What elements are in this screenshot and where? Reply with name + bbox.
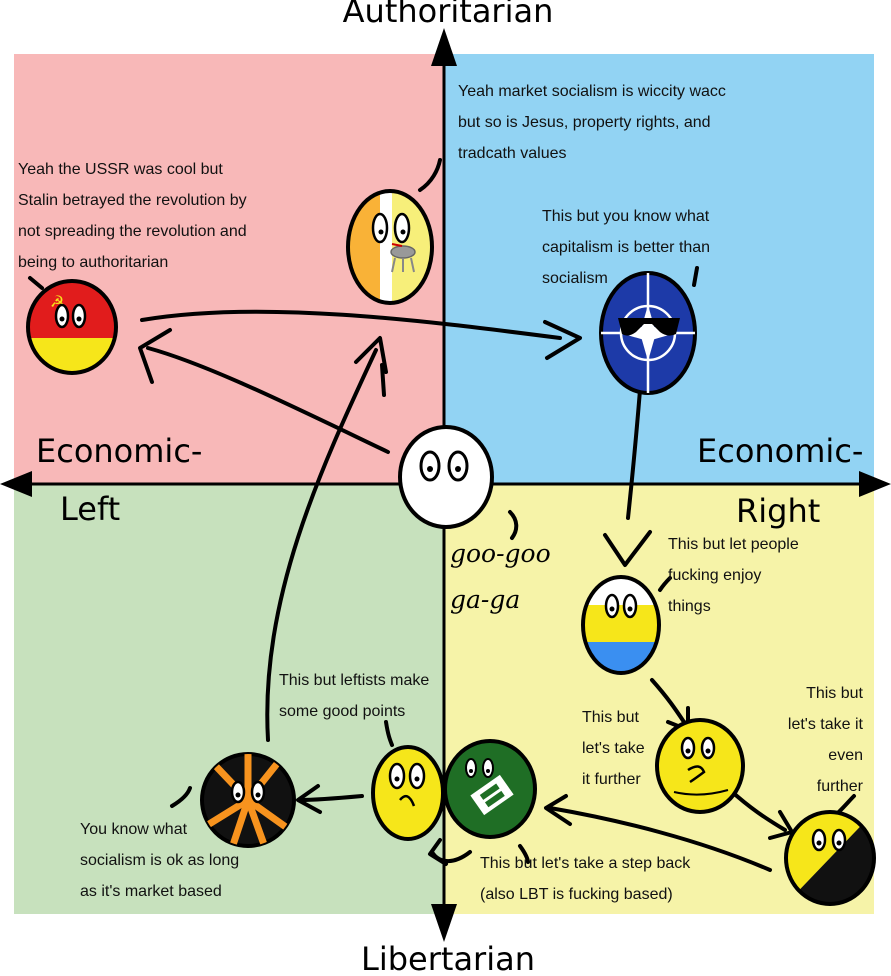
caption-line: This but let's take a step back [480, 855, 691, 872]
ancap-ball [784, 810, 876, 906]
white-ball [398, 425, 494, 529]
caption-line: Yeah market socialism is wiccity wacc [458, 83, 726, 100]
green-ball [443, 739, 537, 839]
baby-talk: goo-goo ga-ga [450, 539, 551, 614]
caption-line: Stalin betrayed the revolution by [18, 192, 247, 209]
yellow-ball [371, 745, 445, 841]
caption-line: some good points [279, 703, 405, 720]
caption-line: tradcath values [458, 145, 567, 162]
baby-talk-line: ga-ga [450, 585, 520, 614]
axis-title-economic-right-1: Economic- [697, 432, 863, 470]
sunglasses-icon [618, 318, 680, 336]
caption-market-based: You know what socialism is ok as long as… [80, 821, 239, 900]
caption-further: This but let's take it further [582, 709, 645, 788]
caption-line: let's take [582, 740, 645, 757]
caption-line: capitalism is better than [542, 239, 710, 256]
caption-even-further: This but let's take it even further [788, 685, 864, 795]
caption-line: This but let people [668, 536, 799, 553]
arrow-left-icon [0, 471, 32, 497]
arrow-down-icon [431, 904, 457, 942]
axis-title-economic-left-2: Left [60, 490, 120, 528]
caption-line: This but [806, 685, 863, 702]
orange-black-ball [200, 752, 296, 848]
axis-title-libertarian: Libertarian [361, 940, 535, 976]
caption-line: further [817, 778, 864, 795]
caption-ussr: Yeah the USSR was cool but Stalin betray… [18, 161, 247, 271]
caption-line: not spreading the revolution and [18, 223, 247, 240]
market-socialism-ball [346, 189, 434, 305]
axis-title-economic-right-2: Right [736, 492, 820, 530]
caption-line: This but you know what [542, 208, 710, 225]
caption-enjoy-things: This but let people fucking enjoy things [668, 536, 799, 615]
quadrant-auth-right [444, 54, 874, 484]
axes [0, 28, 891, 942]
caption-line: (also LBT is fucking based) [480, 886, 673, 903]
caption-line: let's take it [788, 716, 864, 733]
further-ball [655, 718, 745, 814]
quadrant-lib-left [14, 484, 444, 914]
blue-yellow-ball [581, 575, 661, 675]
arrow-right-icon [859, 471, 891, 497]
caption-capitalism: This but you know what capitalism is bet… [542, 208, 710, 287]
axis-title-economic-left-1: Economic- [36, 432, 202, 470]
caption-line: even [828, 747, 863, 764]
caption-line: things [668, 598, 711, 615]
caption-line: fucking enjoy [668, 567, 761, 584]
axis-title-authoritarian: Authoritarian [343, 0, 554, 30]
caption-line: being to authoritarian [18, 254, 168, 271]
caption-line: but so is Jesus, property rights, and [458, 114, 711, 131]
caption-line: it further [582, 771, 641, 788]
caption-line: socialism is ok as long [80, 852, 239, 869]
caption-line: as it's market based [80, 883, 222, 900]
caption-line: This but [582, 709, 639, 726]
caption-market-socialism: Yeah market socialism is wiccity wacc bu… [458, 83, 726, 162]
caption-leftists: This but leftists make some good points [279, 672, 429, 720]
caption-step-back: This but let's take a step back (also LB… [480, 855, 691, 903]
caption-line: You know what [80, 821, 188, 838]
baby-talk-line: goo-goo [450, 539, 551, 568]
caption-line: socialism [542, 270, 608, 287]
nato-ball [599, 271, 697, 395]
arrow-up-icon [431, 28, 457, 66]
caption-line: This but leftists make [279, 672, 429, 689]
caption-line: Yeah the USSR was cool but [18, 161, 223, 178]
